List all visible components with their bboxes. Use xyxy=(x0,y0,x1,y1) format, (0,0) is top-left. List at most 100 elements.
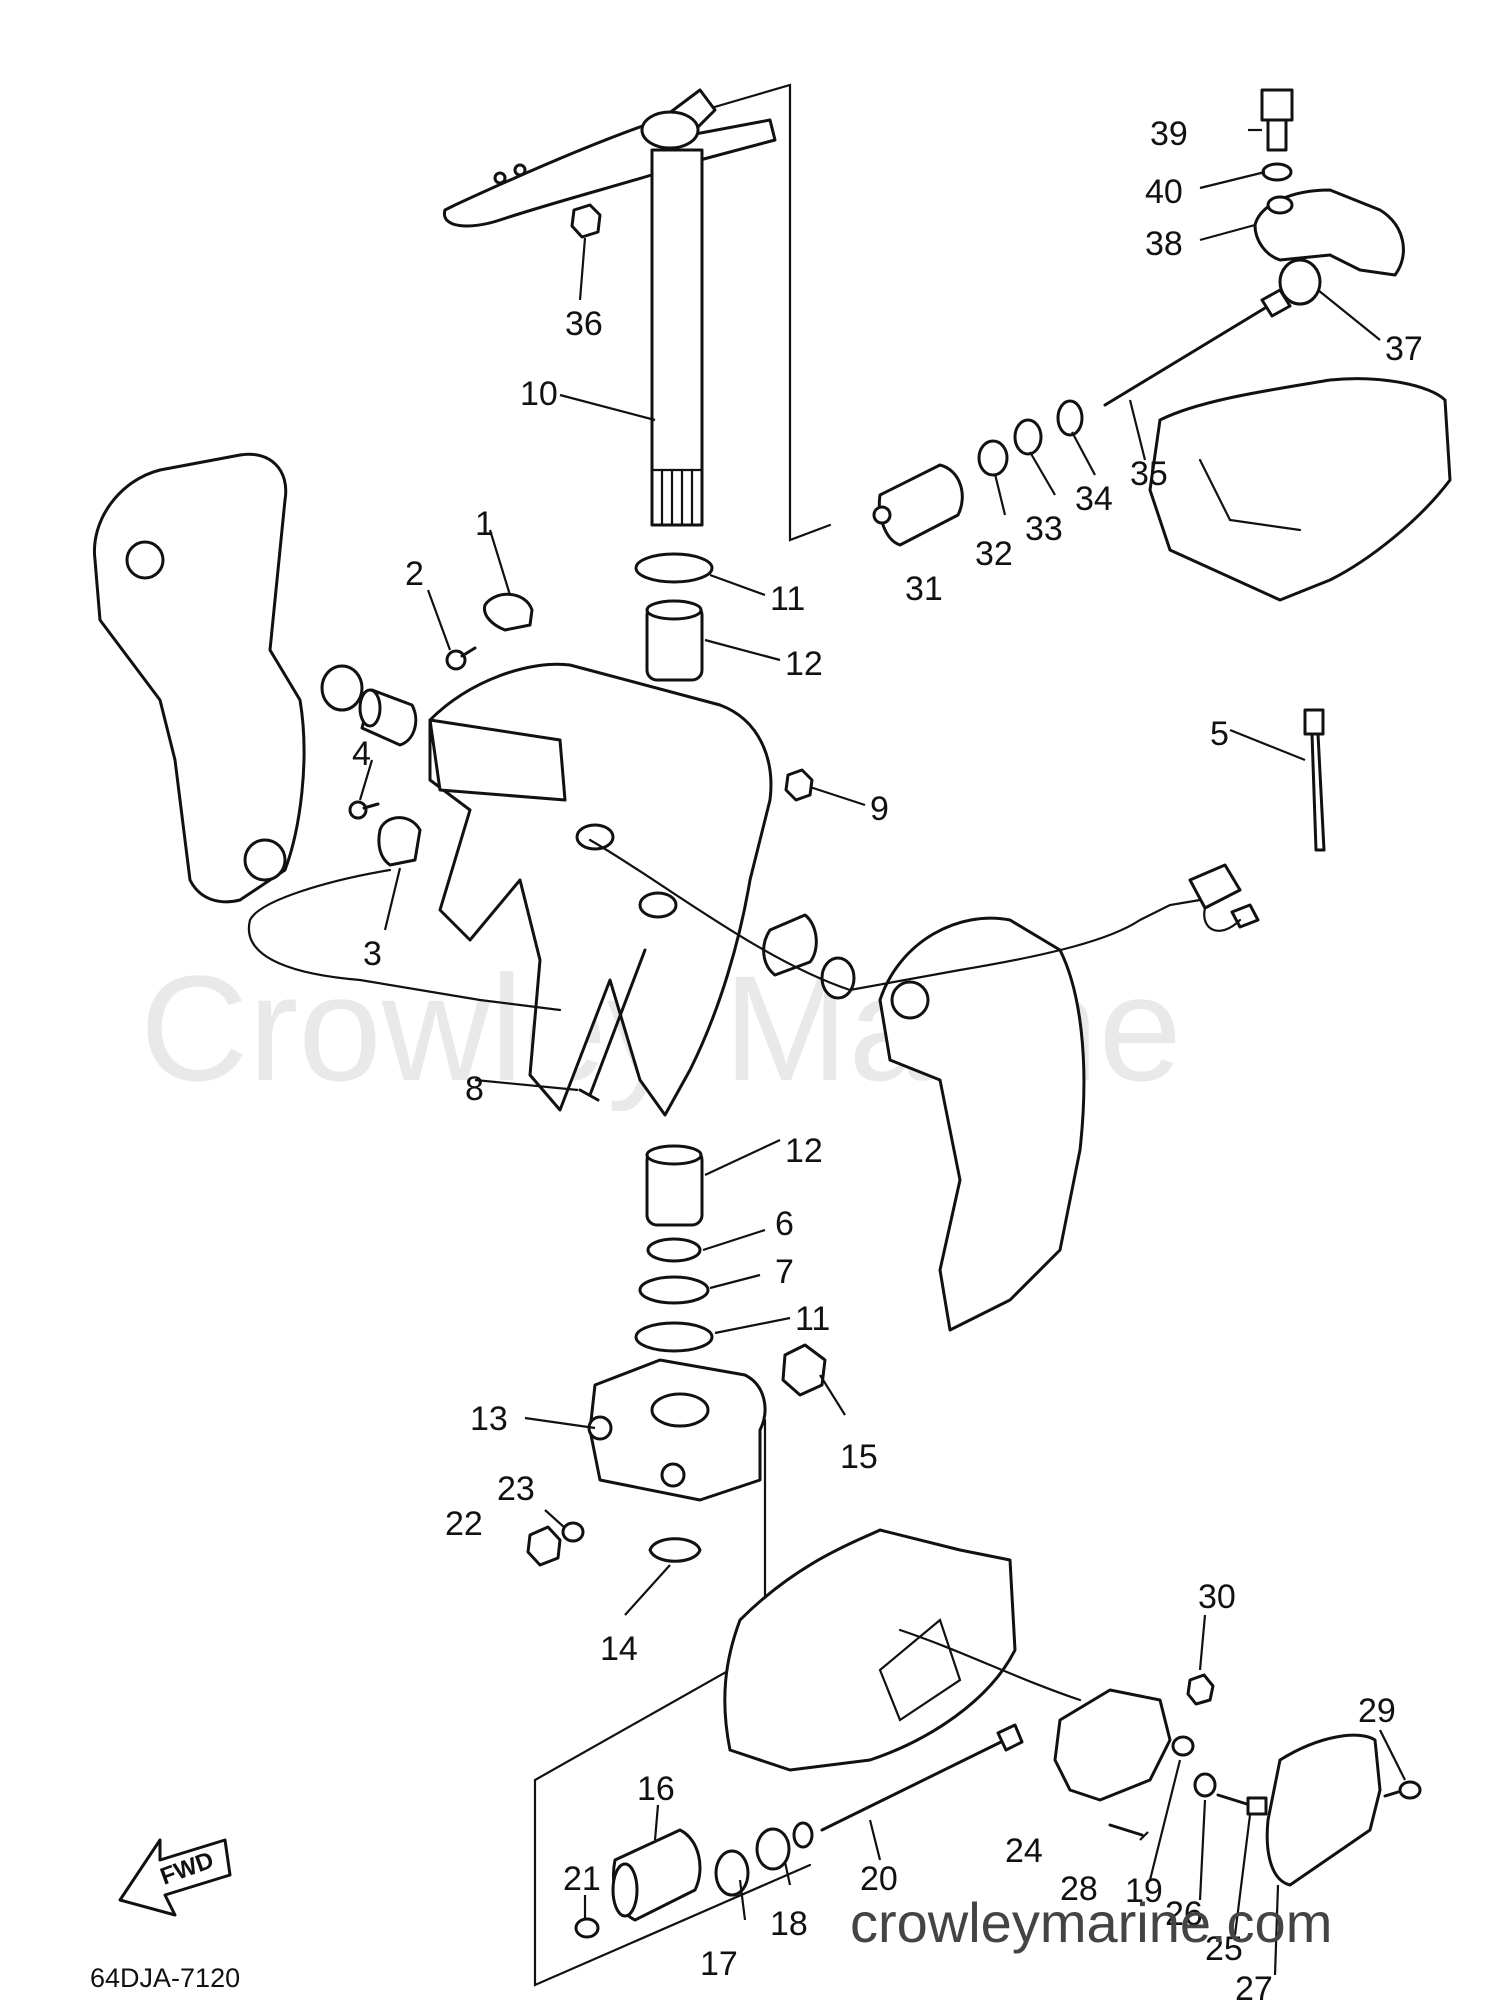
callout-11-lower: 11 xyxy=(795,1300,830,1338)
bolt-20 xyxy=(820,1723,1024,1832)
clamp-3 xyxy=(377,816,422,867)
bolt-39 xyxy=(1260,88,1294,152)
forward-arrow-icon: FWD xyxy=(118,1838,232,1917)
callout-8: 8 xyxy=(465,1070,484,1108)
callout-3: 3 xyxy=(363,935,382,973)
cover-27 xyxy=(1265,1733,1382,1887)
nut-36 xyxy=(570,203,602,239)
plate-15 xyxy=(781,1343,827,1397)
callout-labels: 39 40 38 37 35 34 33 32 31 36 10 11 12 1… xyxy=(352,115,1423,2005)
cable-tie-5 xyxy=(1303,708,1326,852)
callout-32: 32 xyxy=(975,535,1013,573)
bushing-12-upper xyxy=(645,599,704,682)
bushing-left xyxy=(358,688,418,747)
washer-7 xyxy=(638,1275,710,1305)
callout-13: 13 xyxy=(470,1400,508,1438)
callout-29: 29 xyxy=(1358,1692,1396,1730)
washer-11-lower xyxy=(634,1321,714,1353)
callout-33: 33 xyxy=(1025,510,1063,548)
callout-2: 2 xyxy=(405,555,424,593)
lower-casing xyxy=(723,1528,1017,1772)
callout-7: 7 xyxy=(775,1253,794,1291)
bushing-12-lower xyxy=(645,1144,704,1227)
upper-mount-housing xyxy=(1148,377,1452,602)
connector xyxy=(1188,863,1260,932)
callout-36: 36 xyxy=(565,305,603,343)
callout-1: 1 xyxy=(475,505,494,543)
callout-34: 34 xyxy=(1075,480,1113,518)
washer-34 xyxy=(1056,399,1084,437)
washer-right xyxy=(820,956,856,1000)
callout-39: 39 xyxy=(1150,115,1188,153)
callout-5: 5 xyxy=(1210,715,1229,753)
callout-17: 17 xyxy=(700,1945,738,1983)
callout-37: 37 xyxy=(1385,330,1423,368)
washer-32 xyxy=(977,439,1009,477)
screw-4 xyxy=(348,800,380,820)
nut-9 xyxy=(784,768,814,802)
callout-12-upper: 12 xyxy=(785,645,823,683)
website-watermark: crowleymarine.com xyxy=(850,1891,1332,1954)
assembly-outline-upper xyxy=(668,83,832,542)
lockwasher-40 xyxy=(1261,162,1293,182)
callout-10: 10 xyxy=(520,375,558,413)
steering-shaft-10 xyxy=(650,148,704,527)
callout-38: 38 xyxy=(1145,225,1183,263)
callout-9: 9 xyxy=(870,790,889,828)
callout-28: 28 xyxy=(1060,1870,1098,1908)
lead-wire-right xyxy=(588,838,1202,992)
callout-6: 6 xyxy=(775,1205,794,1243)
mount-cap-24 xyxy=(1053,1688,1172,1802)
washer-11-upper xyxy=(634,552,714,584)
screw-2 xyxy=(445,646,477,671)
callout-20: 20 xyxy=(860,1860,898,1898)
mount-cap-38 xyxy=(1253,188,1405,277)
callout-15: 15 xyxy=(840,1438,878,1476)
lead-wire-left xyxy=(247,868,562,1012)
leader-lines xyxy=(358,128,1406,1976)
lower-mount-rubber-16 xyxy=(611,1828,702,1922)
swivel-bracket xyxy=(428,662,773,1117)
washer-18 xyxy=(755,1827,791,1871)
screw-29 xyxy=(1383,1780,1422,1800)
clip-14 xyxy=(648,1537,702,1563)
nut-30 xyxy=(1186,1673,1215,1706)
callout-26: 26 xyxy=(1165,1895,1203,1933)
washer-left xyxy=(320,664,364,712)
washer-21 xyxy=(574,1917,600,1939)
drawing-code: 64DJA-7120 xyxy=(90,1963,240,1993)
washer-26 xyxy=(1193,1772,1217,1798)
collar-37 xyxy=(1278,258,1322,306)
callout-18: 18 xyxy=(770,1905,808,1943)
lower-outline xyxy=(898,1628,1082,1702)
callout-21: 21 xyxy=(563,1860,601,1898)
callout-11-upper: 11 xyxy=(770,580,805,618)
callout-35: 35 xyxy=(1130,455,1168,493)
callout-14: 14 xyxy=(600,1630,638,1668)
washer-17 xyxy=(714,1849,750,1897)
stud-28 xyxy=(1108,1823,1144,1837)
callout-19: 19 xyxy=(1125,1872,1163,1910)
callout-27: 27 xyxy=(1235,1970,1273,2005)
upper-mount-rubber-31 xyxy=(872,463,964,547)
mount-bracket-13 xyxy=(587,1358,767,1502)
callout-31: 31 xyxy=(905,570,943,608)
washer-18b xyxy=(792,1821,814,1849)
nut-22 xyxy=(526,1525,562,1567)
callout-40: 40 xyxy=(1145,173,1183,211)
screw-8 xyxy=(578,948,647,1102)
callout-25: 25 xyxy=(1205,1930,1243,1968)
clamp-1 xyxy=(482,592,534,632)
washer-19 xyxy=(1171,1735,1195,1757)
callout-24: 24 xyxy=(1005,1832,1043,1870)
callout-12-lower: 12 xyxy=(785,1132,823,1170)
callout-16: 16 xyxy=(637,1770,675,1808)
steering-arm xyxy=(443,88,777,228)
bolt-25 xyxy=(1216,1793,1268,1816)
stern-bracket-left xyxy=(92,452,306,904)
oring-6 xyxy=(646,1237,702,1263)
washer-33 xyxy=(1013,418,1043,456)
bushing-right xyxy=(762,913,818,977)
callout-23: 23 xyxy=(497,1470,535,1508)
